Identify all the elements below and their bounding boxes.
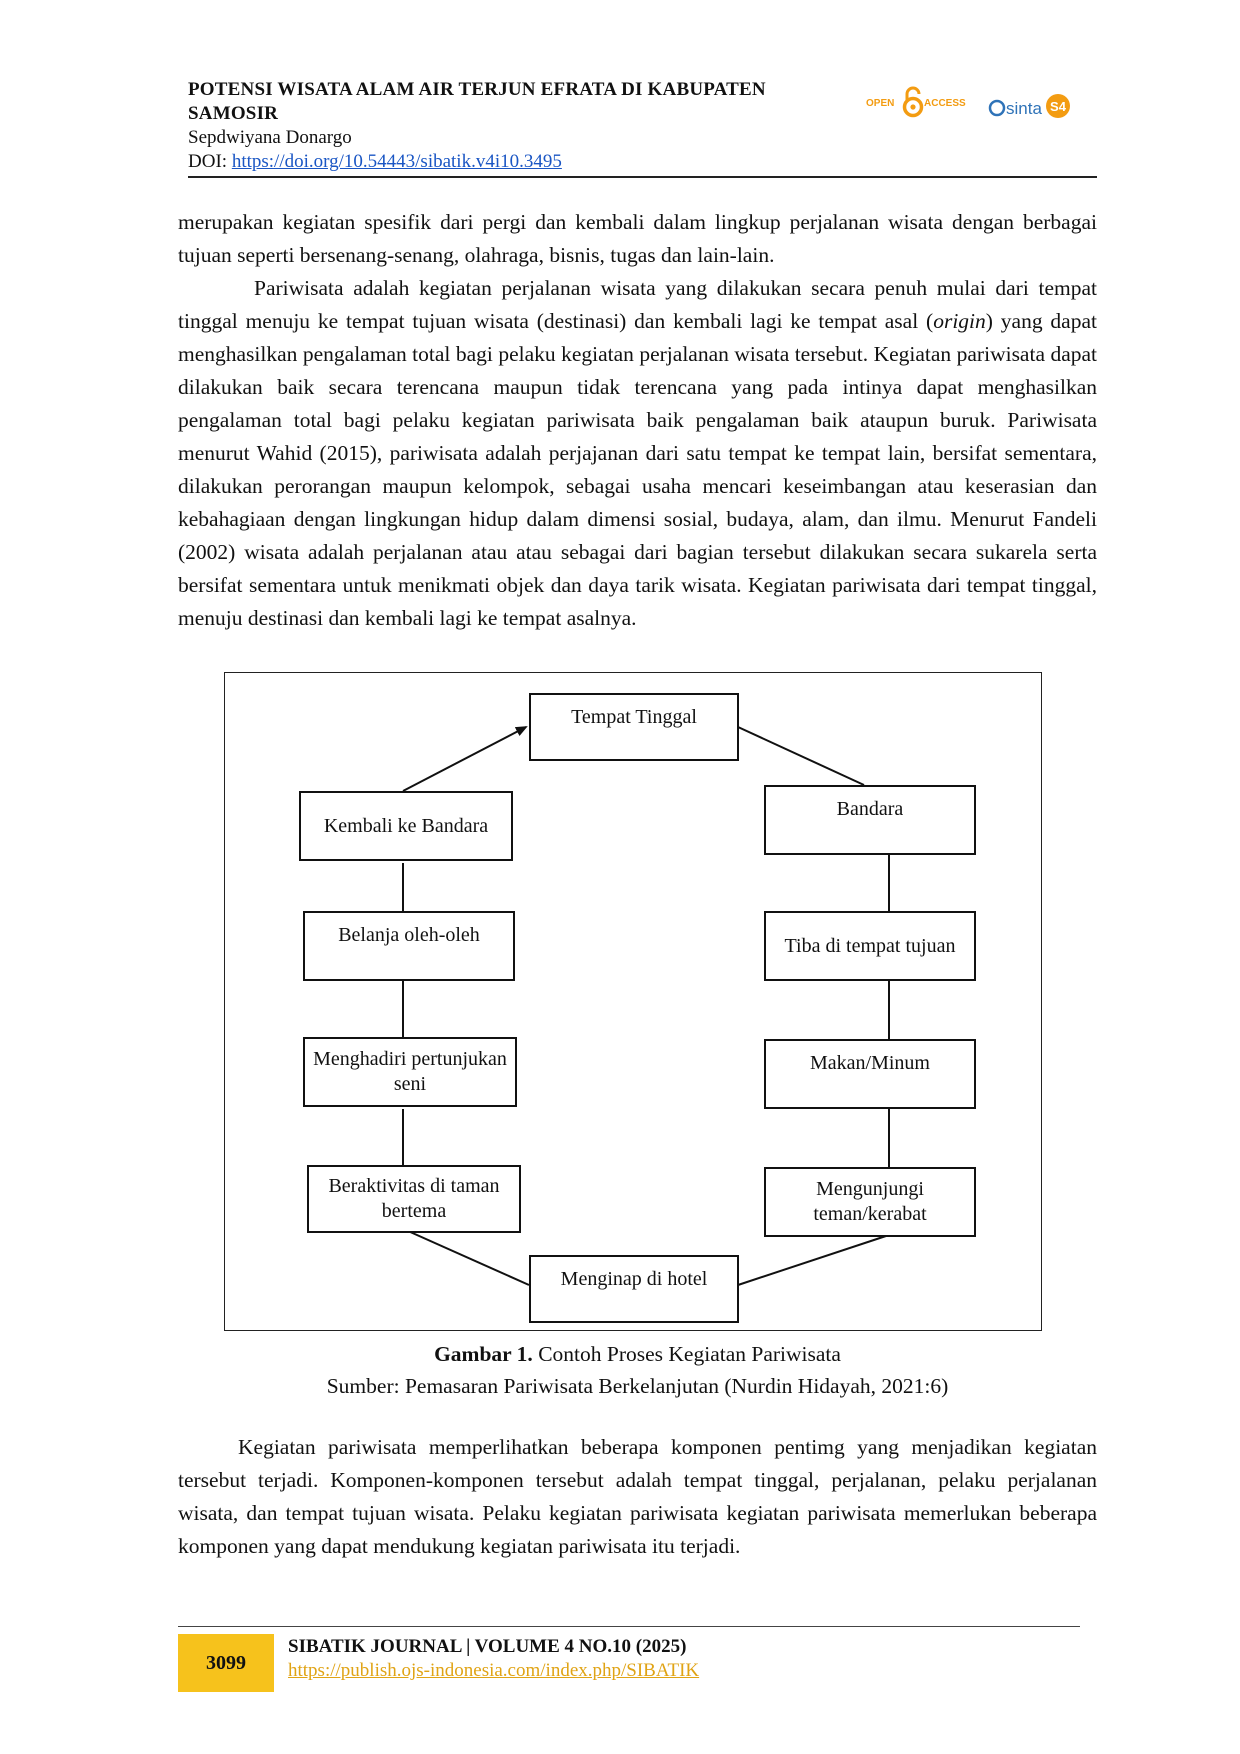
paper-title: POTENSI WISATA ALAM AIR TERJUN EFRATA DI…	[188, 79, 766, 124]
node-menghadiri-pertunjukan: Menghadiri pertunjukan seni	[303, 1037, 517, 1107]
paragraph-definition: Pariwisata adalah kegiatan perjalanan wi…	[178, 272, 1097, 635]
journal-name: SIBATIK JOURNAL | VOLUME 4 NO.10 (2025)	[288, 1636, 687, 1657]
node-belanja-oleh-oleh: Belanja oleh-oleh	[303, 911, 515, 981]
node-tiba-di-tempat-tujuan: Tiba di tempat tujuan	[764, 911, 976, 981]
node-mengunjungi-kerabat: Mengunjungi teman/kerabat	[764, 1167, 976, 1237]
open-lock-icon	[902, 86, 924, 118]
header-rule	[188, 176, 1097, 178]
figure-caption: Gambar 1. Contoh Proses Kegiatan Pariwis…	[178, 1338, 1097, 1402]
sinta-level-badge: S4	[1050, 99, 1067, 114]
connector-arrow	[402, 726, 528, 792]
paragraph-text: Pariwisata adalah kegiatan perjalanan wi…	[178, 272, 1097, 635]
doi-link[interactable]: https://doi.org/10.54443/sibatik.v4i10.3…	[231, 151, 562, 172]
doi-line: DOI: https://doi.org/10.54443/sibatik.v4…	[188, 150, 562, 174]
paragraph-text: Kegiatan pariwisata memperlihatkan beber…	[178, 1435, 1097, 1558]
open-access-text-right: ACCESS	[924, 98, 966, 109]
process-diagram: Tempat Tinggal Bandara Tiba di tempat tu…	[224, 672, 1042, 1331]
node-bandara: Bandara	[764, 785, 976, 855]
node-tempat-tinggal: Tempat Tinggal	[529, 693, 739, 761]
italic-term: origin	[933, 309, 986, 333]
open-access-logo: OPEN ACCESS	[866, 86, 976, 118]
node-kembali-ke-bandara: Kembali ke Bandara	[299, 791, 513, 861]
author-name: Sepdwiyana Donargo	[188, 127, 352, 148]
page-number-box: 3099	[178, 1634, 274, 1692]
sinta-text: sinta	[1006, 99, 1042, 118]
connector-line	[737, 1234, 890, 1286]
diagram-connectors	[402, 726, 890, 1286]
connector-line	[407, 1230, 530, 1286]
node-beraktivitas-taman: Beraktivitas di taman bertema	[307, 1165, 521, 1233]
figure-title: Contoh Proses Kegiatan Pariwisata	[532, 1342, 841, 1366]
paragraph-part-b: ) yang dapat menghasilkan pengalaman tot…	[178, 309, 1097, 630]
doi-label: DOI:	[188, 151, 232, 172]
figure-source: Sumber: Pemasaran Pariwisata Berkelanjut…	[326, 1374, 949, 1398]
footer-rule	[178, 1626, 1080, 1627]
paragraph-components: Kegiatan pariwisata memperlihatkan beber…	[178, 1431, 1097, 1563]
node-menginap-di-hotel: Menginap di hotel	[529, 1255, 739, 1323]
sinta-mark-icon	[988, 99, 1006, 117]
paragraph-text: merupakan kegiatan spesifik dari pergi d…	[178, 210, 1097, 267]
figure-label: Gambar 1.	[434, 1342, 533, 1366]
connector-line	[737, 726, 865, 786]
sinta-logo: sinta S4	[988, 86, 1072, 122]
paragraph-part-a: Pariwisata adalah kegiatan perjalanan wi…	[178, 276, 1097, 333]
journal-url-link[interactable]: https://publish.ojs-indonesia.com/index.…	[288, 1660, 700, 1681]
node-makan-minum: Makan/Minum	[764, 1039, 976, 1109]
open-access-text-left: OPEN	[866, 98, 894, 109]
paragraph-intro: merupakan kegiatan spesifik dari pergi d…	[178, 206, 1097, 272]
page-number: 3099	[206, 1651, 246, 1674]
